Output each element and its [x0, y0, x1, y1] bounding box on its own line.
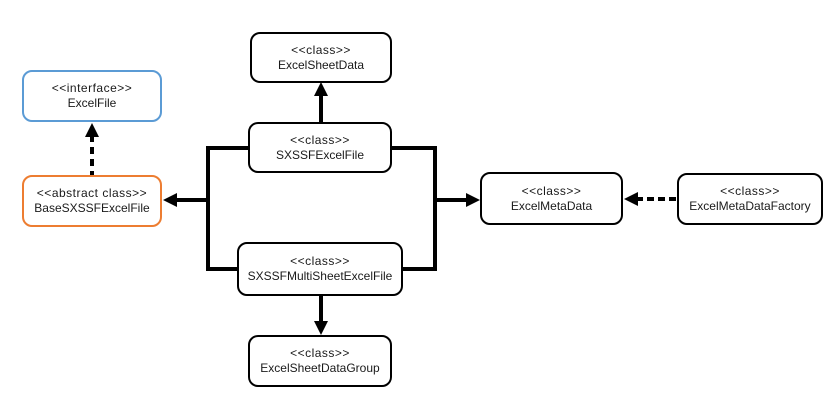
class-node-excel-meta-data: <<class>> ExcelMetaData: [480, 172, 623, 225]
edge-to-basesxssf-arrowhead-icon: [163, 193, 177, 207]
interface-stereotype: <<interface>>: [51, 81, 133, 95]
class-name: ExcelMetaData: [510, 198, 593, 213]
edge-left-bracket-vertical-segment: [206, 146, 210, 271]
class-stereotype: <<class>>: [290, 254, 350, 268]
class-stereotype: <<class>>: [291, 42, 351, 57]
abstract-class-node-base-sxssf-excel-file: <<abstract class>> BaseSXSSFExcelFile: [22, 175, 162, 227]
class-name: ExcelMetaDataFactory: [689, 199, 811, 213]
class-node-excel-meta-data-factory: <<class>> ExcelMetaDataFactory: [677, 173, 823, 225]
edge-factory-to-excelmetadata-dashed-line: [636, 197, 677, 201]
interface-name: ExcelFile: [67, 96, 117, 110]
edge-basesxssf-to-excelfile-arrowhead-icon: [85, 123, 99, 137]
class-stereotype: <<class>>: [290, 346, 350, 360]
edge-left-bracket-top-segment: [206, 146, 248, 150]
edge-left-bracket-bottom-segment: [206, 267, 239, 271]
edge-to-basesxssf-line: [174, 198, 210, 202]
class-name: ExcelSheetDataGroup: [260, 361, 380, 375]
edge-sxssfexcelfile-to-excelsheetdata-line: [319, 93, 323, 122]
class-node-sxssf-excel-file: <<class>> SXSSFExcelFile: [248, 122, 392, 173]
edge-sxssfexcelfile-to-excelsheetdata-arrowhead-icon: [314, 82, 328, 96]
class-node-sxssf-multi-sheet-excel-file: <<class>> SXSSFMultiSheetExcelFile: [237, 242, 403, 296]
edge-basesxssf-to-excelfile-dashed-line: [90, 135, 94, 175]
interface-node-excel-file: <<interface>> ExcelFile: [22, 70, 162, 122]
class-name: SXSSFExcelFile: [275, 147, 365, 162]
edge-sxssfmulti-to-excelsheetdatagroup-arrowhead-icon: [314, 321, 328, 335]
edge-to-excelmetadata-arrowhead-icon: [466, 193, 480, 207]
edge-to-excelmetadata-line: [433, 198, 467, 202]
edge-right-bracket-top-segment: [392, 146, 437, 150]
abstract-class-name: BaseSXSSFExcelFile: [34, 201, 150, 215]
class-stereotype: <<class>>: [290, 132, 350, 147]
edge-factory-to-excelmetadata-arrowhead-icon: [624, 192, 638, 206]
class-node-excel-sheet-data: <<class>> ExcelSheetData: [250, 32, 392, 83]
class-name: SXSSFMultiSheetExcelFile: [247, 269, 393, 283]
class-node-excel-sheet-data-group: <<class>> ExcelSheetDataGroup: [248, 335, 392, 387]
class-name: ExcelSheetData: [277, 57, 365, 72]
abstract-class-stereotype: <<abstract class>>: [36, 186, 148, 200]
class-stereotype: <<class>>: [521, 183, 582, 198]
edge-sxssfmulti-to-excelsheetdatagroup-line: [319, 296, 323, 323]
edge-right-bracket-vertical-segment: [433, 146, 437, 271]
edge-right-bracket-bottom-segment: [403, 267, 437, 271]
class-stereotype: <<class>>: [720, 184, 780, 198]
